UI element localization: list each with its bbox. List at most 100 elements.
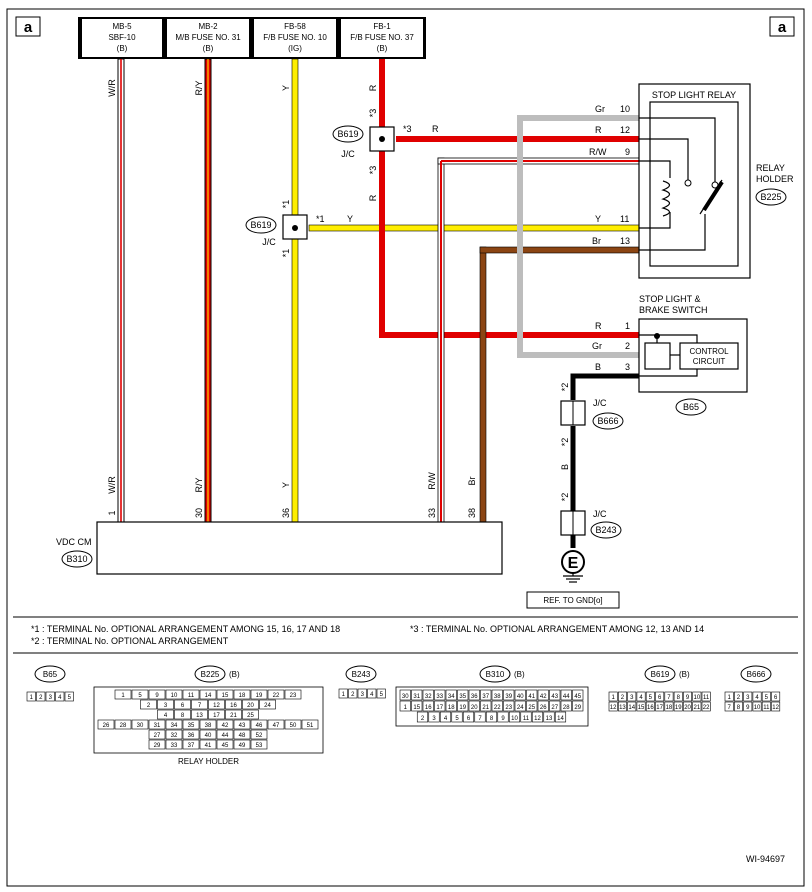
connector-pin-number: 8 xyxy=(490,716,494,722)
junction-b619-upper[interactable] xyxy=(369,126,395,152)
connector-face-id: B619 xyxy=(651,670,670,679)
relay-wire-rw: R/W xyxy=(589,147,607,157)
connector-badge-b225[interactable] xyxy=(755,188,787,206)
connector-face-id: B310 xyxy=(486,670,505,679)
connector-badge-b65[interactable] xyxy=(675,398,707,416)
connector-badge-b243-ground[interactable] xyxy=(590,521,622,539)
connector-pin-number: 11 xyxy=(188,693,195,699)
connector-face-badge[interactable] xyxy=(740,665,772,683)
connector-face-badge[interactable] xyxy=(34,665,66,683)
connector-pin-number: 47 xyxy=(273,723,280,729)
connector-pin xyxy=(451,711,463,723)
fuse-mb5[interactable]: MB-5 SBF-10 (B) xyxy=(82,19,162,57)
fuse-label: M/B FUSE NO. 31 xyxy=(175,33,241,42)
connector-pin-number: 5 xyxy=(68,695,72,701)
fuse-mb2[interactable]: MB-2 M/B FUSE NO. 31 (B) xyxy=(167,19,249,57)
connector-face-badge[interactable] xyxy=(194,665,226,683)
connector-badge-b619-lower[interactable] xyxy=(245,216,277,234)
connector-pin-number: 24 xyxy=(264,703,271,709)
fuse-label: MB-5 xyxy=(112,22,132,31)
fuse-label: (IG) xyxy=(288,44,302,53)
connector-pin-number: 8 xyxy=(677,695,681,701)
connector-pin xyxy=(683,701,693,712)
connector-pin-number: 49 xyxy=(239,743,246,749)
relay-pin-9: 9 xyxy=(625,147,630,157)
connector-badge-b666[interactable] xyxy=(592,412,624,430)
vdc-pin-38: 38 xyxy=(467,508,477,518)
wire-b[interactable] xyxy=(570,373,639,548)
connector-pin xyxy=(761,691,771,702)
connector-pin-number: 1 xyxy=(342,692,346,698)
connector-pin-number: 4 xyxy=(444,716,448,722)
switch-internals xyxy=(639,334,739,377)
wire-gr[interactable] xyxy=(517,115,639,358)
connector-pin-number: 15 xyxy=(222,693,229,699)
connector-pin xyxy=(491,700,503,712)
ground-ref-box[interactable] xyxy=(526,591,620,609)
connector-id: B243 xyxy=(595,525,616,535)
vdc-cm-unit[interactable] xyxy=(96,521,503,575)
wire-rw[interactable] xyxy=(437,157,640,523)
connector-pin-number: 1 xyxy=(30,695,34,701)
relay-holder-label-2: HOLDER xyxy=(756,174,794,184)
connector-face-badge[interactable] xyxy=(345,665,377,683)
fuse-fb58[interactable]: FB-58 F/B FUSE NO. 10 (IG) xyxy=(254,19,336,57)
page-ref-box-left[interactable] xyxy=(15,16,41,37)
connector-pin xyxy=(514,700,526,712)
wire-r[interactable] xyxy=(379,59,639,338)
connector-id: B666 xyxy=(597,416,618,426)
connector-pin-number: 2 xyxy=(39,695,43,701)
connector-pin-number: 19 xyxy=(256,693,263,699)
page-ref-box-right[interactable] xyxy=(769,16,795,37)
connector-pin xyxy=(520,711,532,723)
wire-wr[interactable] xyxy=(117,58,125,523)
wire-label-y-horizontal: Y xyxy=(347,214,353,224)
connector-pin xyxy=(485,711,498,723)
connector-face-id: B65 xyxy=(43,670,58,679)
connector-pin-number: 5 xyxy=(380,692,384,698)
connector-pin-number: 20 xyxy=(471,705,478,711)
connector-face-caption: RELAY HOLDER xyxy=(178,757,239,766)
connector-pin-number: 30 xyxy=(137,723,144,729)
junction-b243[interactable] xyxy=(560,510,586,536)
connector-pin-number: 33 xyxy=(436,694,443,700)
connector-pin xyxy=(645,691,655,702)
relay-holder[interactable] xyxy=(638,83,751,279)
connector-pin xyxy=(45,691,55,702)
relay-switch-arm xyxy=(702,180,724,212)
junction-b666[interactable] xyxy=(560,400,586,426)
connector-face-badge[interactable] xyxy=(644,665,676,683)
connector-pin xyxy=(617,691,627,702)
connector-pin-number: 35 xyxy=(188,723,195,729)
connector-pin-number: 25 xyxy=(247,713,254,719)
connector-pin-number: 10 xyxy=(754,705,761,711)
connector-pin xyxy=(617,701,627,712)
ground-letter: E xyxy=(568,555,579,572)
connector-id: B225 xyxy=(760,192,781,202)
fuse-fb1[interactable]: FB-1 F/B FUSE NO. 37 (B) xyxy=(341,19,423,57)
connector-pin xyxy=(526,689,538,701)
connector-pin-number: 6 xyxy=(774,695,778,701)
connector-pin xyxy=(174,699,191,710)
connector-pin xyxy=(771,701,781,712)
connector-pin xyxy=(399,700,411,712)
junction-b619-lower[interactable] xyxy=(282,214,308,240)
wire-label-wr-bottom: W/R xyxy=(107,476,117,494)
connector-pin xyxy=(480,689,492,701)
connector-pin xyxy=(416,711,429,723)
switch-wire-gr: Gr xyxy=(592,341,602,351)
connector-pin xyxy=(165,719,183,730)
connector-pin-number: 22 xyxy=(703,705,710,711)
connector-pin xyxy=(250,719,268,730)
connector-pin-number: 3 xyxy=(432,716,436,722)
connector-pin xyxy=(752,701,762,712)
connector-badge-b619-upper[interactable] xyxy=(332,125,364,143)
connector-pin xyxy=(157,709,174,720)
wire-ry[interactable] xyxy=(204,58,212,523)
connector-face-badge[interactable] xyxy=(479,665,511,683)
connector-badge-b310[interactable] xyxy=(61,550,93,568)
connector-face-id: B666 xyxy=(747,670,766,679)
connector-pin xyxy=(199,729,217,740)
